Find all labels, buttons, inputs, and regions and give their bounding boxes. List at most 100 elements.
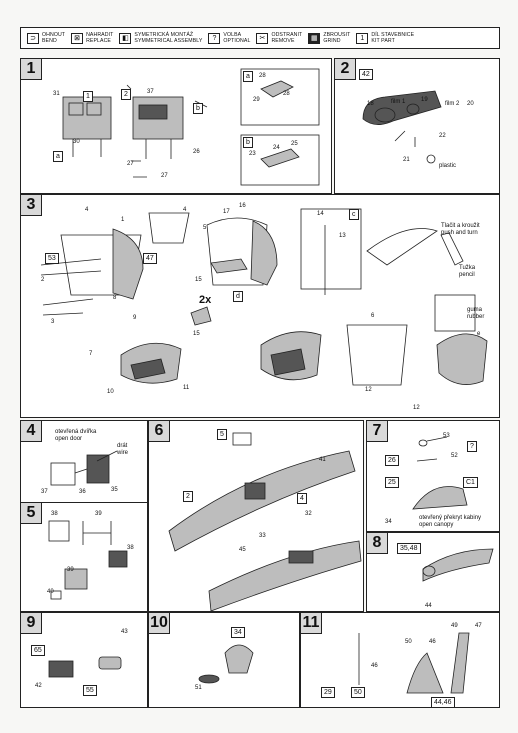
legend-cz: VOLBA: [223, 32, 242, 38]
part-label: 6: [371, 313, 375, 319]
part-label: 16: [239, 203, 246, 209]
step-number: 2: [335, 59, 356, 80]
part-label: 43: [121, 629, 128, 635]
step-1-drawing: [62, 68, 320, 186]
step-5-drawing: [48, 520, 128, 600]
kit-part-ref: 65: [31, 645, 45, 656]
kit-part-ref: 26: [385, 455, 399, 466]
part-label: 4: [183, 207, 187, 213]
part-label: 29: [253, 97, 260, 103]
part-label: 7: [89, 351, 93, 357]
replace-icon: ⊠: [71, 32, 84, 44]
step-11-drawing: [358, 632, 470, 694]
pe-ref: 47: [143, 253, 157, 264]
part-label: 53: [443, 433, 450, 439]
optional-mark: ?: [467, 441, 477, 452]
step-2-drawing: [362, 90, 442, 164]
step-number: 10: [149, 613, 170, 634]
legend-cz: OHNOUT: [42, 32, 66, 38]
kit-part-ref: 35,48: [397, 543, 421, 554]
legend-en: KIT PART: [371, 38, 395, 44]
part-label: 47: [475, 623, 482, 629]
inset-label: a: [243, 71, 253, 82]
part-label: 12: [365, 387, 372, 393]
part-label: 46: [371, 663, 378, 669]
part-label: 2: [41, 277, 45, 283]
part-label: 10: [107, 389, 114, 395]
step-number: 6: [149, 421, 170, 442]
remove-icon: ✂: [256, 32, 269, 44]
step-7-panel: 7 53 ? 26 52 25 C1 34 otevřený překryt k…: [366, 420, 500, 532]
step-1-panel: 1 31 1 2 37 a b 30 26 27 27 a b 28 28 29…: [20, 58, 332, 194]
part-label: 30: [73, 139, 80, 145]
part-label: 44: [425, 603, 432, 609]
part-label: 31: [53, 91, 60, 97]
part-label: 2: [121, 89, 131, 100]
detail-ref: e: [477, 331, 481, 337]
part-label: 1: [121, 217, 125, 223]
detail-ref: a: [53, 151, 63, 162]
legend-en: REMOVE: [271, 38, 295, 44]
legend-en: SYMMETRICAL ASSEMBLY: [134, 38, 203, 44]
step-9-panel: 9 65 43 42 55: [20, 612, 148, 708]
optional-icon: ?: [208, 32, 221, 44]
pe-ref: 44,46: [431, 697, 455, 707]
part-label: 13: [339, 233, 346, 239]
step-2-panel: 2 42 18 film 1 19 film 2 20 21 22 plasti…: [334, 58, 500, 194]
step-6-panel: 6 5 41 2 4 32 33 45: [148, 420, 364, 612]
legend-en: OPTIONAL: [223, 38, 251, 44]
part-label: 19: [421, 97, 428, 103]
part-label: 34: [385, 519, 392, 525]
part-label: 49: [451, 623, 458, 629]
part-label: 37: [147, 89, 154, 95]
step-number: 5: [21, 503, 42, 524]
kit-part-ref: 4: [297, 493, 307, 504]
part-label: 27: [161, 173, 168, 179]
step-number: 7: [367, 421, 388, 442]
part-label: 1: [83, 91, 93, 102]
part-label: 46: [429, 639, 436, 645]
part-label: plastic: [439, 163, 457, 169]
kit-part-ref: C1: [463, 477, 478, 488]
legend-cz: ZBROUSIT: [323, 32, 351, 38]
step-number: 4: [21, 421, 42, 442]
part-label: 25: [291, 141, 298, 147]
part-label: 37: [41, 489, 48, 495]
kit-part-ref: 34: [231, 627, 245, 638]
step-number: 11: [301, 613, 322, 634]
legend-en: REPLACE: [86, 38, 111, 44]
step-10-drawing: [198, 644, 254, 684]
part-label: 12: [413, 405, 420, 411]
part-label: 32: [305, 511, 312, 517]
step-7-drawing: [412, 436, 468, 510]
part-label: 24: [273, 145, 280, 151]
legend-cz: ODSTRANIT: [271, 32, 303, 38]
part-label: 36: [79, 489, 86, 495]
legend-en: BEND: [42, 38, 57, 44]
step-9-drawing: [48, 656, 122, 678]
part-label: 52: [451, 453, 458, 459]
part-label: 5: [203, 225, 207, 231]
step-8-drawing: [422, 548, 494, 582]
part-label: film 2: [445, 101, 460, 107]
step-10-panel: 10 34 51: [148, 612, 300, 708]
part-label: 45: [239, 547, 246, 553]
kit-part-ref: 55: [83, 685, 97, 696]
part-label: 15: [193, 331, 200, 337]
part-label: 18: [367, 101, 374, 107]
part-label: 41: [319, 457, 326, 463]
step-number: 9: [21, 613, 42, 634]
step-number: 1: [21, 59, 42, 80]
quantity-label: 2x: [199, 294, 212, 306]
step-8-panel: 8 35,48 44: [366, 532, 500, 612]
step-6-drawing: [168, 432, 362, 611]
